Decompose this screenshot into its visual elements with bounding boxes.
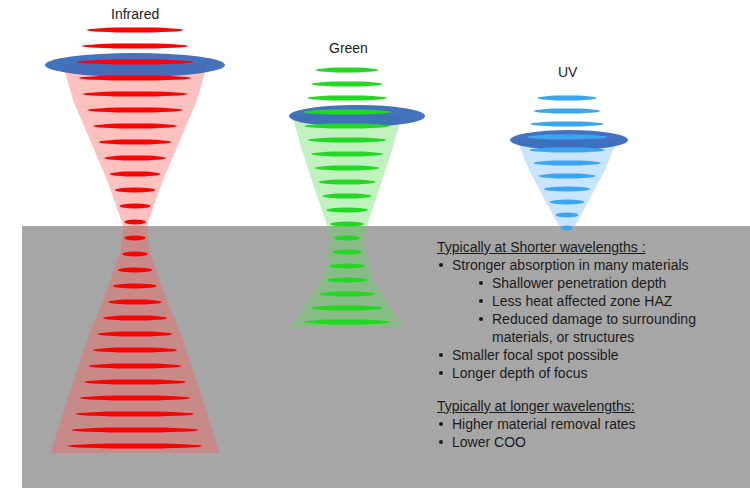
wavelength-label: Green <box>329 39 368 57</box>
wavefront-stripe <box>308 137 386 142</box>
wavefront-stripe <box>76 411 195 416</box>
wavefront-stripe <box>334 235 360 240</box>
wavefront-stripe <box>332 249 362 254</box>
wavefront-stripe <box>316 67 378 72</box>
wavefront-stripe <box>319 291 375 296</box>
beam-cone <box>517 140 617 228</box>
bullet-text: Lower COO <box>452 433 742 451</box>
wavefront-stripe <box>311 151 383 156</box>
wavefront-stripe <box>72 427 199 432</box>
bullet-text: Shallower penetration depth <box>492 274 742 292</box>
wavefront-stripe <box>322 193 371 198</box>
wavefront-stripe <box>544 186 590 191</box>
wavefront-stripe <box>79 75 191 80</box>
beam-cone <box>51 65 220 453</box>
wavefront-stripe <box>556 212 579 217</box>
wavefront-stripe <box>312 81 383 86</box>
wavefront-stripe <box>108 299 162 304</box>
wavefront-stripe <box>115 187 155 192</box>
wavefront-stripe <box>530 121 603 126</box>
wavefront-stripe <box>315 165 379 170</box>
wavefront-stripe <box>122 251 147 256</box>
wavefront-stripe <box>87 27 183 32</box>
wavefront-stripe <box>89 363 182 368</box>
wavefront-stripe <box>88 107 183 112</box>
bullet-dot <box>439 422 443 426</box>
wavefront-stripe <box>303 109 391 114</box>
wavefront-stripe <box>527 134 607 139</box>
wavefront-stripe <box>118 267 152 272</box>
wavefront-stripe <box>83 91 187 96</box>
bullet-dot <box>479 281 483 285</box>
wavefront-stripe <box>77 59 193 64</box>
wavefront-stripe <box>305 123 390 128</box>
wavefront-stripe <box>550 199 584 204</box>
wavefront-stripe <box>307 95 387 100</box>
bullet-dot <box>439 263 443 267</box>
bullet-text: Stronger absorption in many materials <box>452 256 742 274</box>
wavefront-stripe <box>99 139 171 144</box>
wavelength-label: Infrared <box>111 5 159 23</box>
section-heading: Typically at longer wavelengths: <box>437 397 747 415</box>
wavefront-stripe <box>329 263 364 268</box>
wavefront-stripe <box>327 277 368 282</box>
bullet-dot <box>439 371 443 375</box>
wavelength-label: UV <box>558 63 577 81</box>
bullet-text: Higher material removal rates <box>452 415 742 433</box>
wavefront-stripe <box>529 147 604 152</box>
bullet-dot <box>479 299 483 303</box>
wavefront-stripe <box>534 160 601 165</box>
wavefront-stripe <box>68 443 203 448</box>
wavefront-stripe <box>93 347 177 352</box>
wavefront-stripe <box>124 235 145 240</box>
wavefront-stripe <box>326 207 367 212</box>
wavefront-stripe <box>82 43 188 48</box>
wavefront-stripe <box>120 203 151 208</box>
bullet-text: Longer depth of focus <box>452 364 742 382</box>
wavefront-stripe <box>84 379 186 384</box>
wavefront-stripe <box>319 179 376 184</box>
wavefront-stripe <box>124 219 145 224</box>
wavefront-stripe <box>534 108 600 113</box>
wavefront-stripe <box>538 95 597 100</box>
wavefront-stripe <box>539 173 596 178</box>
bullet-dot <box>439 440 443 444</box>
wavefront-stripe <box>113 283 157 288</box>
wavefront-stripe <box>561 225 573 230</box>
bullet-dot <box>479 317 483 321</box>
section-heading: Typically at Shorter wavelengths : <box>437 238 747 256</box>
wavefront-stripe <box>103 315 167 320</box>
wavefront-stripe <box>80 395 190 400</box>
bullet-text: Less heat affected zone HAZ <box>492 292 742 310</box>
wavefront-stripe <box>311 305 382 310</box>
wavefront-stripe <box>304 319 390 324</box>
beam-cone <box>291 115 403 327</box>
wavefront-stripe <box>110 171 160 176</box>
bullet-text: Smaller focal spot possible <box>452 346 742 364</box>
wavefront-stripe <box>93 123 177 128</box>
wavefront-stripe <box>104 155 165 160</box>
wavefront-stripe <box>330 221 364 226</box>
wavefront-stripe <box>98 331 173 336</box>
focus-ellipse <box>510 130 628 150</box>
focus-ellipse <box>45 53 225 77</box>
bullet-dot <box>439 353 443 357</box>
bullet-text: Reduced damage to surrounding materials,… <box>492 310 742 346</box>
